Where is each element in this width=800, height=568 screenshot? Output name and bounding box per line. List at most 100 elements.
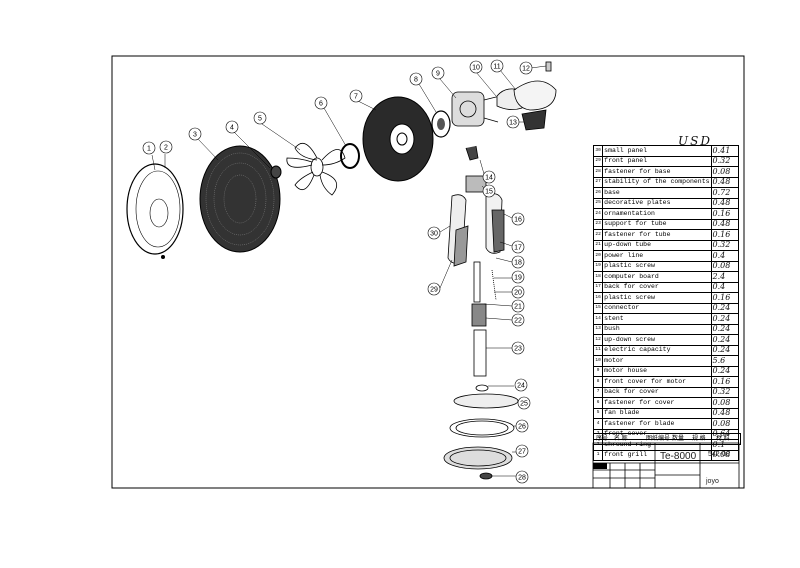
svg-text:30: 30 [430,231,438,238]
svg-text:11: 11 [493,64,500,71]
svg-text:26: 26 [518,424,526,431]
callout-24: 24 [514,378,528,392]
row-price: 0.72 [710,187,739,199]
row-price: 0.32 [710,386,739,398]
header-spec: 规 格 [692,436,706,442]
svg-text:18: 18 [514,260,522,267]
svg-text:6: 6 [319,101,323,108]
callout-27: 27 [515,444,529,458]
row-price: 0.48 [710,197,739,209]
row-price: 0.41 [710,145,739,157]
callout-23: 23 [511,341,525,355]
row-no: 30 [592,145,604,157]
svg-text:8: 8 [414,77,418,84]
tube-assembly [471,261,497,377]
row-name: computer board [602,271,712,283]
row-name: fastener for tube [602,229,712,241]
row-price: 0.4 [710,281,739,293]
row-price: 0.16 [710,208,739,220]
row-name: up-down tube [602,239,712,251]
row-price: 0.08 [710,260,739,272]
svg-text:20: 20 [514,290,522,297]
row-name: back for cover [602,281,712,293]
row-name: fastener for base [602,166,712,178]
back-cover-mesh [362,96,434,182]
svg-text:2: 2 [164,145,168,152]
header-no: 序号 [596,436,609,442]
callout-9: 9 [431,66,445,80]
front-grill [126,163,184,259]
svg-text:15: 15 [485,189,493,196]
row-price: 0.32 [710,155,739,167]
row-no: 12 [592,334,604,346]
row-no: 11 [592,344,604,356]
callout-6: 6 [314,96,328,110]
motor-house [496,61,557,131]
row-no: 7 [592,386,604,398]
row-price: 0.24 [710,323,739,335]
cover-ring [340,143,360,169]
callout-22: 22 [511,313,525,327]
callout-30: 30 [427,226,441,240]
front-cover-mesh [199,145,281,253]
column-panels [447,193,505,267]
callouts: 1 2 3 4 5 6 7 8 9 10 11 12 13 14 15 16 1… [142,59,533,484]
row-price: 0.16 [710,292,739,304]
row-no: 25 [592,197,604,209]
row-name: small panel [602,145,712,157]
row-no: 9 [592,365,604,377]
callout-11: 11 [490,59,504,73]
row-no: 29 [592,155,604,167]
callout-1: 1 [142,141,156,155]
leader-lines [151,65,547,477]
row-price: 0.08 [710,418,739,430]
row-no: 21 [592,239,604,251]
row-no: 26 [592,187,604,199]
svg-text:13: 13 [509,120,517,127]
row-name: electric capacity [602,344,712,356]
svg-text:23: 23 [514,346,522,353]
row-name: base [602,187,712,199]
row-name: front grill [602,449,712,461]
row-no: 18 [592,271,604,283]
row-no: 24 [592,208,604,220]
row-name: motor [602,355,712,367]
currency-heading: USD [678,134,712,148]
callout-8: 8 [409,72,423,86]
row-name: back for cover [602,386,712,398]
callout-2: 2 [159,140,173,154]
table-header-row: 序号 名 称 图纸编号 数量 规 格 材 料 [593,433,741,445]
svg-text:19: 19 [514,275,522,282]
row-price: 0.16 [710,229,739,241]
header-name: 名 称 [614,436,628,442]
row-name: stability of the components [602,176,712,188]
callout-14: 14 [482,170,496,184]
row-name: fastener for cover [602,397,712,409]
base-assembly [443,384,519,480]
row-price: 0.08 [710,397,739,409]
row-price: 0.24 [710,313,739,325]
callout-26: 26 [515,419,529,433]
svg-text:22: 22 [514,318,522,325]
row-price: 0.24 [710,365,739,377]
row-no: 5 [592,407,604,419]
motor-assembly [451,91,501,127]
row-name: front cover for motor [602,376,712,388]
svg-text:16: 16 [514,217,522,224]
row-name: connector [602,302,712,314]
row-price: 0.24 [710,344,739,356]
